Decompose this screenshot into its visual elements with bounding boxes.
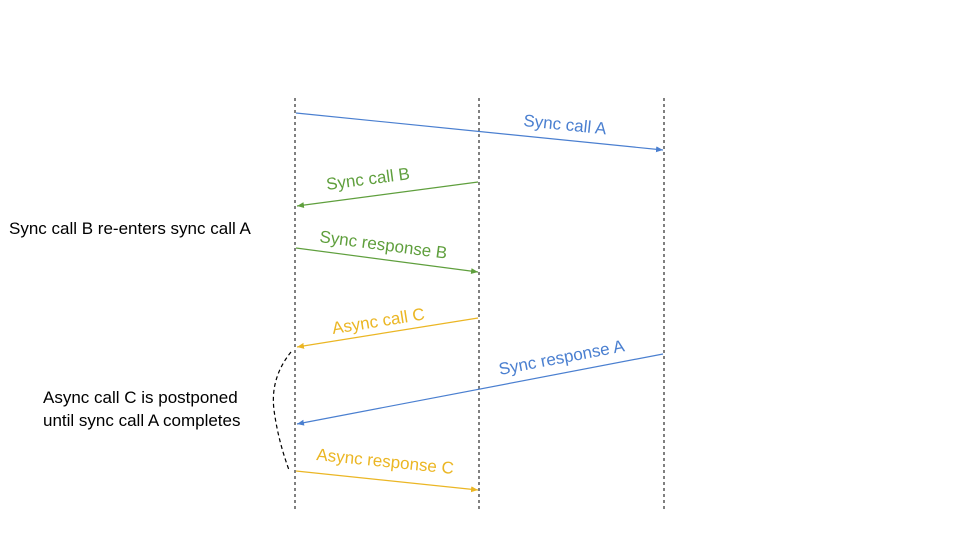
arrow-sync-call-b [296,181,479,209]
message-async-call-c: Async call C [296,305,479,349]
message-sync-call-b: Sync call B [296,164,479,209]
note-postponed-line2: until sync call A completes [43,411,240,430]
label-sync-call-b: Sync call B [325,164,411,194]
message-async-response-c: Async response C [295,445,479,493]
arrow-async-response-c [295,470,479,493]
postpone-brace [272,351,292,471]
arrow-sync-response-b [295,247,479,275]
note-reentry: Sync call B re-enters sync call A [9,219,252,238]
arrow-async-call-c [296,317,479,349]
note-postponed-line1: Async call C is postponed [43,388,238,407]
message-sync-response-b: Sync response B [295,227,479,275]
label-sync-response-a: Sync response A [497,336,627,379]
label-sync-call-a: Sync call A [523,111,608,138]
arrow-sync-response-a [296,353,664,426]
label-async-response-c: Async response C [316,445,455,478]
label-sync-response-b: Sync response B [318,227,448,263]
arrow-sync-call-a [295,112,664,153]
label-async-call-c: Async call C [331,305,426,338]
message-sync-response-a: Sync response A [296,336,664,426]
